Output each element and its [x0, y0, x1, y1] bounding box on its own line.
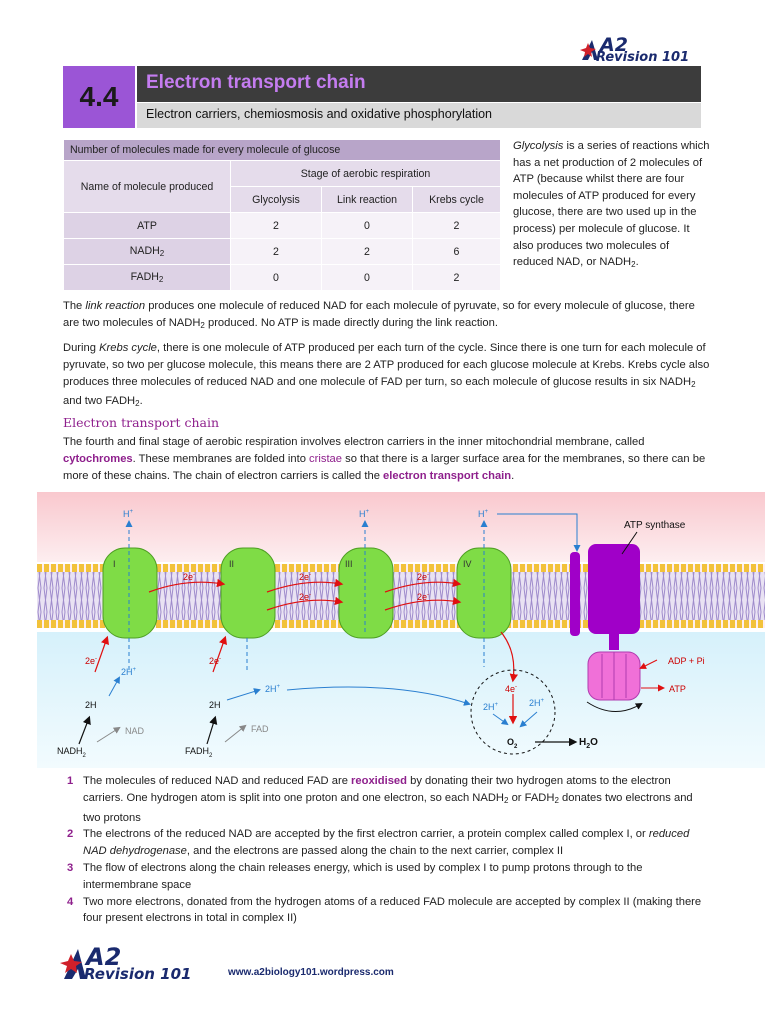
logo-star-icon	[580, 40, 598, 60]
table-cell: 0	[321, 264, 413, 291]
table-cell: 6	[412, 238, 501, 265]
link-reaction-paragraph: The link reaction produces one molecule …	[63, 300, 695, 330]
molecule-count-table: Number of molecules made for every molec…	[63, 139, 501, 291]
logo-star-icon	[60, 949, 86, 979]
section-number: 4.4	[63, 66, 135, 128]
glycolysis-paragraph: Glycolysis is a series of reactions whic…	[513, 140, 710, 270]
page-subtitle: Electron carriers, chemiosmosis and oxid…	[146, 107, 492, 121]
brand-revision: Revision 101	[596, 50, 690, 65]
svg-text:4e-: 4e-	[505, 684, 517, 694]
svg-text:2e-: 2e-	[183, 572, 195, 582]
svg-text:2e-: 2e-	[299, 592, 311, 602]
svg-text:H+: H+	[478, 509, 489, 519]
molecule-name: ATP	[137, 219, 157, 232]
etc-diagram: I II III IV ATP synthase H+ H+ H+	[37, 492, 765, 768]
subtitle-bar	[137, 103, 701, 128]
group-header: Stage of aerobic respiration	[230, 160, 501, 187]
molecule-name: NADH	[129, 245, 160, 257]
membrane	[37, 564, 765, 628]
etc-intro-paragraph: The fourth and final stage of aerobic re…	[63, 436, 706, 482]
svg-text:2e-: 2e-	[417, 572, 429, 582]
svg-text:2H: 2H	[209, 700, 221, 710]
svg-text:2e-: 2e-	[209, 656, 221, 666]
footer-url[interactable]: www.a2biology101.wordpress.com	[228, 967, 394, 978]
complex-i: I	[102, 547, 158, 639]
svg-text:III: III	[345, 559, 353, 569]
svg-text:2e-: 2e-	[417, 592, 429, 602]
column-header: Link reaction	[321, 186, 413, 213]
svg-text:FAD: FAD	[251, 724, 269, 734]
etc-diagram-svg: I II III IV ATP synthase H+ H+ H+	[37, 492, 765, 768]
svg-text:2H+: 2H+	[121, 667, 137, 677]
table-cell: 0	[321, 212, 413, 239]
svg-text:H+: H+	[123, 509, 134, 519]
brand-revision: Revision 101	[84, 965, 192, 983]
svg-text:H+: H+	[359, 509, 370, 519]
table-cell: 2	[230, 238, 322, 265]
table-row: FADH2 0 0 2	[63, 264, 501, 291]
svg-text:ADP + Pi: ADP + Pi	[668, 656, 705, 666]
table-caption: Number of molecules made for every molec…	[63, 139, 501, 161]
svg-text:I: I	[113, 559, 116, 569]
svg-text:2e-: 2e-	[85, 656, 97, 666]
molecule-name: FADH	[130, 271, 159, 283]
complex-ii: II	[220, 547, 276, 639]
brand-a2: A2	[86, 943, 122, 971]
svg-text:NADH2: NADH2	[57, 746, 87, 759]
table-row: ATP 2 0 2	[63, 212, 501, 239]
table-cell: 2	[412, 264, 501, 291]
svg-text:ATP: ATP	[669, 684, 686, 694]
svg-text:2e-: 2e-	[299, 572, 311, 582]
svg-text:NAD: NAD	[125, 726, 145, 736]
column-header: Glycolysis	[230, 186, 322, 213]
title-bar	[137, 66, 701, 102]
brand-logo-footer: A2 Revision 101	[58, 943, 223, 983]
row-header: Name of molecule produced	[63, 160, 231, 213]
table-cell: 2	[230, 212, 322, 239]
svg-text:2H: 2H	[85, 700, 97, 710]
svg-text:ATP synthase: ATP synthase	[624, 520, 686, 531]
table-cell: 2	[321, 238, 413, 265]
svg-text:2H+: 2H+	[483, 702, 499, 712]
page-title: Electron transport chain	[146, 72, 366, 93]
svg-text:II: II	[229, 559, 234, 569]
svg-text:2H+: 2H+	[265, 684, 281, 694]
brand-logo-top: A2 Revision 101	[578, 34, 708, 66]
svg-text:IV: IV	[463, 559, 472, 569]
svg-text:H2O: H2O	[579, 737, 598, 750]
complex-iii: III	[338, 547, 394, 639]
svg-text:FADH2: FADH2	[185, 746, 213, 759]
atp-synthase: ATP synthase	[570, 520, 686, 701]
section-heading: Electron transport chain	[63, 415, 220, 430]
brand-a2: A2	[600, 34, 628, 56]
krebs-paragraph: During Krebs cycle, there is one molecul…	[63, 342, 710, 409]
svg-text:O2: O2	[507, 737, 518, 750]
table-cell: 2	[412, 212, 501, 239]
svg-text:2H+: 2H+	[529, 698, 545, 708]
column-header: Krebs cycle	[412, 186, 501, 213]
table-row: NADH2 2 2 6	[63, 238, 501, 265]
table-cell: 0	[230, 264, 322, 291]
